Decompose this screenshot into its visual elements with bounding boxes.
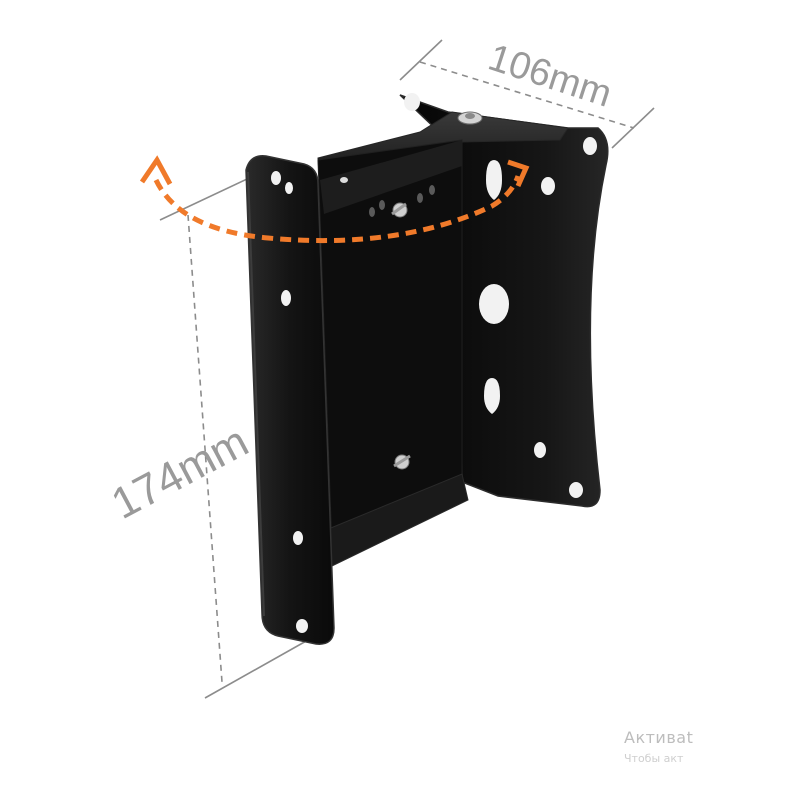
wall-hole: [271, 171, 281, 185]
height-extension-top: [159, 171, 263, 221]
wall-plate: [245, 155, 335, 645]
dimension-lines: [159, 39, 655, 699]
width-dimension-line: [419, 61, 635, 129]
height-dimension-line: [187, 214, 223, 683]
vesa-hole: [583, 137, 597, 155]
vesa-hole: [569, 482, 583, 498]
vesa-center-hole: [479, 284, 509, 324]
wall-plate-edge: [247, 171, 265, 617]
wall-hole: [281, 290, 291, 306]
vesa-hole: [534, 442, 546, 458]
wing-bolt: [391, 202, 408, 218]
pivot-screw: [457, 111, 483, 125]
width-dimension-label: 106mm: [483, 37, 616, 116]
wall-bracket: [245, 93, 609, 645]
watermark-line-1: Активаt: [624, 728, 694, 747]
vesa-hole: [404, 93, 420, 111]
vesa-hole: [541, 177, 555, 195]
channel-slots: [340, 177, 435, 217]
height-extension-bottom: [204, 639, 309, 699]
rotation-arrow-icon: [139, 155, 530, 244]
watermark-line-2: Чтобы акт: [624, 752, 684, 765]
wing-bolt: [393, 454, 411, 470]
keyhole-slot: [484, 378, 500, 414]
wall-hole: [285, 182, 293, 194]
wall-plate-holes: [271, 171, 308, 633]
channel-side-flange: [320, 140, 462, 214]
wall-hole: [296, 619, 308, 633]
keyhole-slot: [486, 160, 502, 200]
wall-hole: [293, 531, 303, 545]
height-dimension-label: 174mm: [104, 417, 257, 529]
width-extension-left: [399, 39, 443, 81]
vesa-plate-holes: [404, 93, 597, 498]
